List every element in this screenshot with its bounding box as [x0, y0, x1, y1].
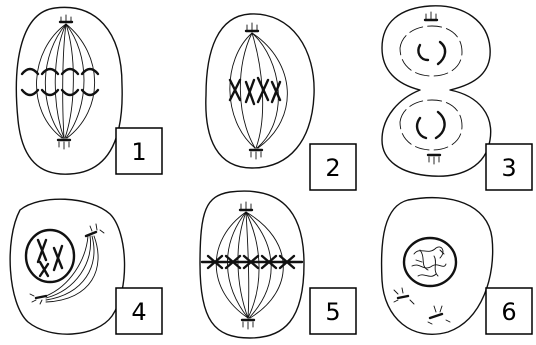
cell-1-bottom-centrosome	[58, 140, 70, 149]
cell-3-top-centrosome	[425, 12, 437, 20]
cell-4: 4	[10, 199, 162, 334]
cell-5-bottom-centrosome	[242, 320, 254, 329]
cell-3-bottom-centrosome	[428, 155, 440, 164]
cell-3-bottom-nucleus	[400, 100, 462, 150]
cell-6-centrosome-left	[394, 288, 414, 304]
cell-5: 5	[200, 191, 356, 338]
cell-4-nucleus	[26, 230, 74, 282]
cell-1-label: 1	[131, 138, 146, 166]
cell-3-membrane	[382, 6, 491, 176]
cell-6-nucleus	[404, 238, 456, 286]
cell-3: 3	[382, 6, 532, 190]
cell-2-bottom-centrosome	[250, 150, 262, 159]
cell-1-top-centrosome	[60, 15, 72, 22]
cell-3-top-nucleus	[400, 26, 462, 76]
cell-1-spindle-fibers	[37, 24, 95, 138]
cell-6: 6	[382, 198, 532, 335]
cell-2-spindle-fibers	[230, 33, 287, 148]
cell-3-label: 3	[501, 154, 516, 182]
cell-6-membrane	[382, 198, 493, 335]
cell-4-bottom-centrosome	[30, 294, 46, 304]
cell-2-chromosomes	[230, 78, 280, 104]
cell-5-top-centrosome	[240, 202, 252, 210]
cell-4-label: 4	[131, 298, 146, 326]
cell-1-chromosomes	[22, 69, 98, 95]
cell-1-membrane	[16, 7, 122, 174]
cell-2-label: 2	[325, 154, 340, 182]
cell-2-top-centrosome	[246, 23, 258, 31]
cell-4-chromosomes	[38, 240, 62, 276]
cell-6-chromatin	[412, 247, 446, 276]
cell-6-label: 6	[501, 298, 516, 326]
cell-1: 1	[16, 7, 162, 174]
cell-2: 2	[206, 14, 356, 190]
cell-4-top-centrosome	[86, 224, 104, 236]
cell-6-centrosome-right	[428, 306, 450, 324]
cell-5-label: 5	[325, 298, 340, 326]
